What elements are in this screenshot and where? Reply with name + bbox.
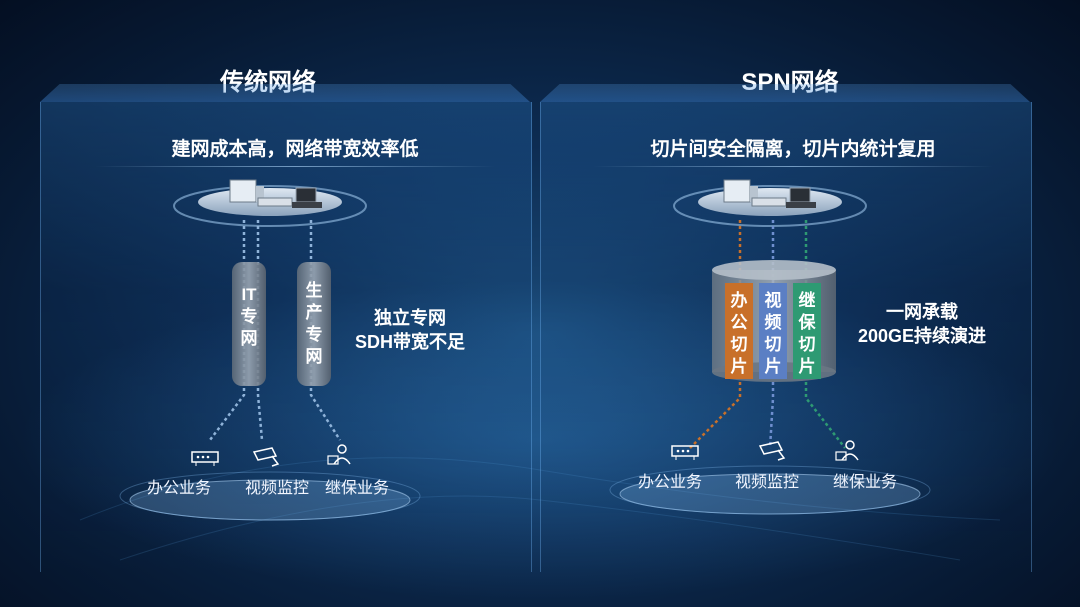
- left-note-line2: SDH带宽不足: [354, 332, 465, 352]
- computer-icon: [786, 187, 816, 208]
- right-subtitle: 切片间安全隔离，切片内统计复用: [650, 139, 936, 160]
- right-bottom-platform: [609, 465, 931, 515]
- camera-icon: [252, 447, 280, 467]
- router-icon: [191, 451, 219, 466]
- person-computer-icon: [835, 440, 859, 461]
- slice-video-label: 视频切片: [764, 291, 782, 376]
- left-subtitle-divider: [95, 166, 495, 167]
- right-service-office: 办公业务: [637, 474, 702, 491]
- slice-video: [759, 283, 787, 379]
- left-links: [209, 220, 342, 441]
- router-icon: [671, 445, 699, 460]
- camera-icon: [758, 441, 786, 461]
- left-service-protection: 继保业务: [324, 480, 389, 497]
- slice-office: [725, 283, 753, 379]
- pipe-production-label: 生产专网: [305, 281, 323, 366]
- slice-protection-label: 继保切片: [798, 291, 816, 376]
- left-title: 传统网络: [220, 69, 316, 96]
- left-service-office: 办公业务: [146, 480, 211, 497]
- left-panel: [40, 102, 532, 572]
- server-icon: [229, 179, 264, 203]
- left-note-line1: 独立专网: [374, 308, 446, 328]
- right-service-video: 视频监控: [734, 474, 799, 491]
- right-note-line1: 一网承载: [886, 302, 958, 322]
- slice-protection: [793, 283, 821, 379]
- right-title: SPN网络: [741, 69, 839, 96]
- left-service-video: 视频监控: [244, 480, 309, 497]
- right-links: [689, 220, 846, 449]
- right-note: 一网承载 200GE持续演进: [842, 300, 1002, 348]
- computer-icon: [292, 187, 322, 208]
- switch-icon: [751, 197, 787, 207]
- right-service-protection: 继保业务: [832, 474, 897, 491]
- right-panel-top: [540, 84, 1030, 102]
- right-subtitle-divider: [593, 166, 993, 167]
- left-bottom-platform: [119, 471, 421, 521]
- slice-office-label: 办公切片: [730, 291, 748, 376]
- pipe-production: [297, 262, 331, 386]
- server-icon: [723, 179, 758, 203]
- left-panel-top: [40, 84, 530, 102]
- right-note-line2: 200GE持续演进: [857, 326, 987, 346]
- person-computer-icon: [327, 444, 351, 465]
- left-subtitle: 建网成本高，网络带宽效率低: [171, 139, 419, 160]
- left-note: 独立专网 SDH带宽不足: [340, 306, 480, 354]
- pipe-it: [232, 262, 266, 386]
